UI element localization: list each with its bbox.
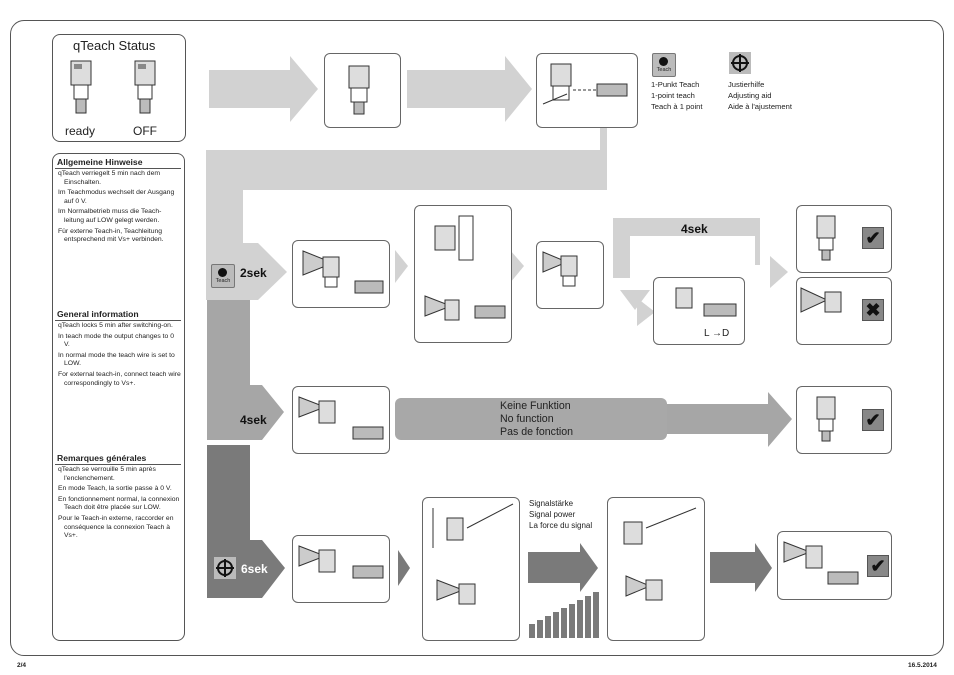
list-item: qTeach se verrouille 5 min après l'encle…: [58, 466, 156, 482]
status-ready-label: ready: [65, 124, 96, 138]
list-item: qTeach verriegelt 5 min nach dem Einscha…: [58, 170, 161, 186]
status-off-label: OFF: [133, 124, 157, 138]
arrow-r3a: [398, 550, 410, 586]
no-function-banner: Keine Funktion No function Pas de foncti…: [395, 398, 667, 440]
diagram-sensor-box: [324, 53, 401, 128]
notes-en-list: qTeach locks 5 min after switching-on. I…: [57, 322, 181, 390]
step-4sek-label: 4sek: [240, 413, 267, 427]
loop-arrow-right: [770, 256, 788, 288]
loop-4sek-label: 4sek: [681, 222, 708, 236]
no-function-de: Keine Funktion: [500, 400, 571, 412]
page-frame: [10, 20, 944, 656]
return-path: [206, 128, 607, 300]
arrow-2: [407, 56, 532, 122]
teach-icon: Teach: [652, 53, 676, 77]
diagram-6sek-box: [292, 535, 390, 603]
diagram-teach-seq-box: [414, 205, 512, 343]
arrow-r1b: [510, 250, 524, 283]
diagram-teach-box: [536, 53, 638, 128]
notes-de-list: qTeach verriegelt 5 min nach dem Einscha…: [57, 170, 181, 247]
general-notes-panel: Allgemeine Hinweise qTeach verriegelt 5 …: [52, 153, 185, 641]
signal-legend: Signalstärke Signal power La force du si…: [529, 499, 593, 530]
adjust-legend: Justierhilfe Adjusting aid Aide à l'ajus…: [728, 80, 792, 111]
diagram-signal-box-2: [607, 497, 705, 641]
step-6sek-label: 6sek: [241, 562, 268, 576]
document-date: 16.5.2014: [908, 662, 937, 669]
adjusting-aid-icon: [729, 52, 751, 74]
step-2sek-label: 2sek: [240, 266, 267, 280]
diagram-ld-box: L →D: [653, 277, 745, 345]
arrow-1: [209, 56, 318, 122]
teach-icon: Teach: [211, 264, 235, 288]
diagram-4sek-box: [292, 386, 390, 454]
no-function-fr: Pas de fonction: [500, 426, 574, 438]
loop-arrow-down: [620, 290, 650, 310]
no-function-en: No function: [500, 413, 554, 425]
sensor-ready-icon: [70, 60, 92, 114]
cross-icon: ✖: [862, 299, 884, 321]
adjusting-aid-icon: [214, 557, 236, 579]
list-item: In normal mode the teach wire is set to …: [58, 351, 175, 368]
loop-path: [613, 218, 760, 278]
page-number: 2/4: [17, 662, 27, 669]
list-item: Für externe Teach-in, Teachleitung entsp…: [58, 227, 164, 244]
list-item: Im Normalbetrieb muss die Teach-leitung …: [58, 208, 162, 224]
check-icon: ✔: [862, 409, 884, 431]
diagram-step-box: [536, 241, 604, 309]
arrow-r3b: [528, 543, 598, 592]
arrow-r3c: [710, 543, 772, 592]
diagram-signal-box: [422, 497, 520, 641]
notes-en-heading: General information: [57, 309, 139, 319]
check-icon: ✔: [862, 227, 884, 249]
ld-label: L →D: [704, 328, 730, 339]
check-icon: ✔: [867, 555, 889, 577]
arrow-r1a: [395, 250, 408, 283]
arrow-4sek: [207, 300, 284, 440]
list-item: En fonctionnement normal, la connexion T…: [58, 495, 180, 512]
list-item: En mode Teach, la sortie passe à 0 V.: [58, 485, 172, 493]
sensor-off-icon: [134, 60, 156, 114]
signal-bars: [529, 592, 599, 638]
qteach-status-panel: qTeach Status ready OFF: [52, 34, 186, 142]
arrow-nofunc: [667, 392, 792, 447]
diagram-2sek-box: [292, 240, 390, 308]
teach-legend: 1-Punkt Teach 1-point teach Teach à 1 po…: [651, 80, 703, 111]
status-title: qTeach Status: [73, 38, 156, 53]
list-item: In teach mode the output changes to 0 V.: [58, 332, 175, 349]
list-item: Im Teachmodus wechselt der Ausgang auf 0…: [58, 189, 175, 205]
notes-fr-heading: Remarques générales: [57, 453, 147, 463]
notes-de-heading: Allgemeine Hinweise: [57, 157, 143, 167]
loop-arrow-in: [637, 298, 655, 326]
list-item: For external teach-in, connect teach wir…: [58, 370, 181, 387]
list-item: Pour le Teach-in externe, raccorder en c…: [58, 514, 174, 540]
list-item: qTeach locks 5 min after switching-on.: [58, 322, 173, 329]
notes-fr-list: qTeach se verrouille 5 min après l'encle…: [57, 466, 181, 543]
